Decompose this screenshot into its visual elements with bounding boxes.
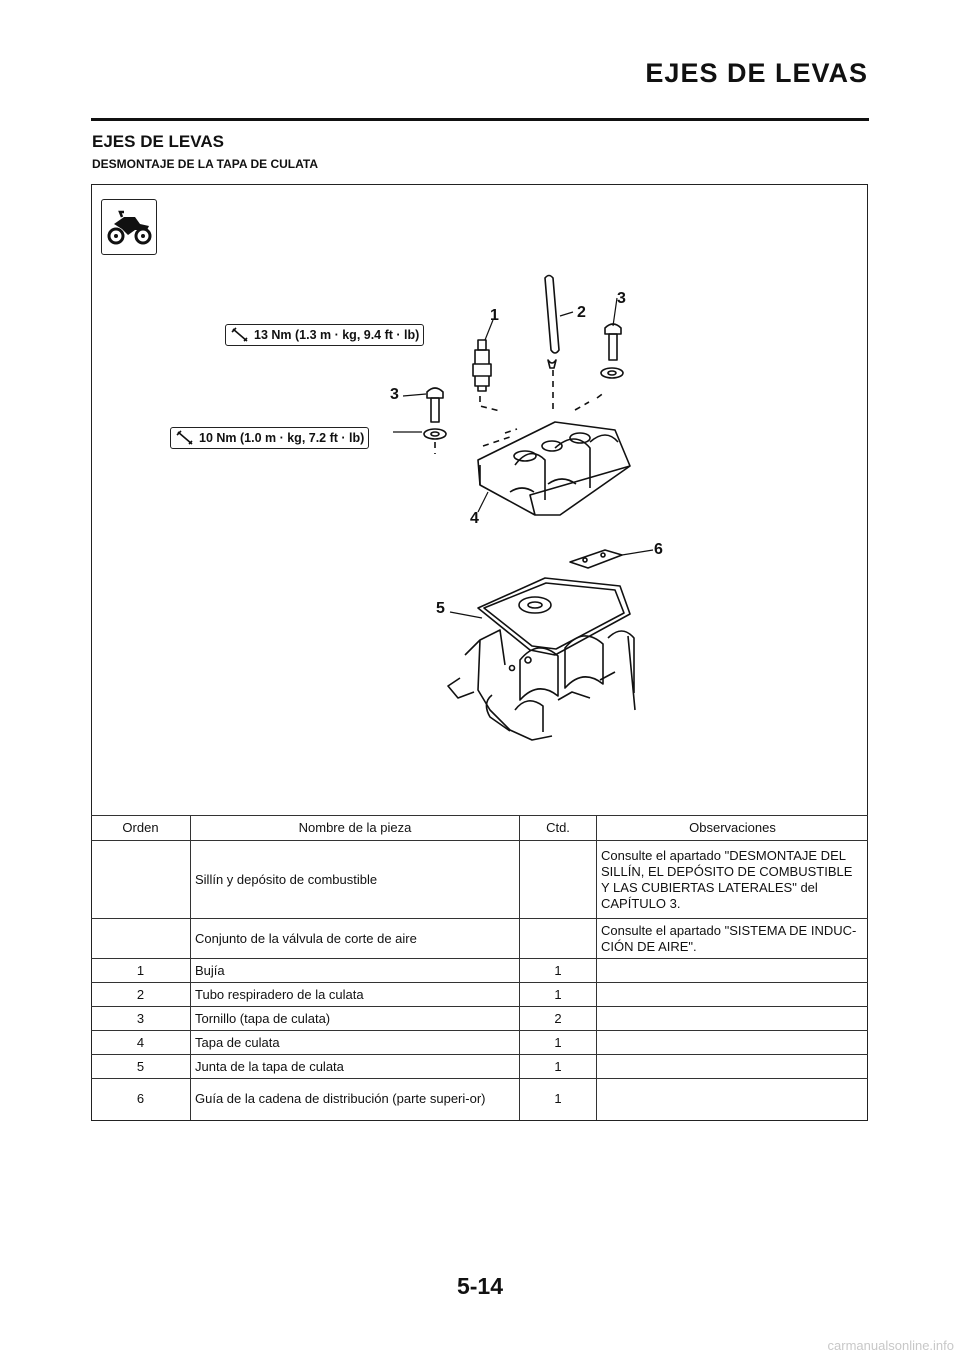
row-part-name: Sillín y depósito de combustible bbox=[190, 840, 520, 919]
watermark-text: carmanualsonline.info bbox=[827, 1338, 954, 1353]
row-part-name: Junta de la tapa de culata bbox=[190, 1054, 520, 1079]
row-observations: Consulte el apartado "DESMONTAJE DEL SIL… bbox=[596, 840, 868, 919]
callout-3-right: 3 bbox=[617, 290, 626, 307]
row-order: 3 bbox=[91, 1006, 191, 1031]
torque-wrench-icon bbox=[231, 327, 248, 342]
table-row: 3 Tornillo (tapa de culata) 2 bbox=[91, 1006, 868, 1031]
row-order: 1 bbox=[91, 958, 191, 983]
callout-1: 1 bbox=[490, 307, 499, 324]
callout-3-left: 3 bbox=[390, 386, 399, 403]
motorcycle-icon bbox=[101, 199, 157, 255]
breather-hose-part bbox=[544, 274, 560, 410]
column-header-order: Orden bbox=[91, 815, 191, 841]
row-order: 5 bbox=[91, 1054, 191, 1079]
header-title: EJES DE LEVAS bbox=[645, 58, 868, 88]
cylinder-head-cover-diagram bbox=[393, 274, 654, 741]
section-title: EJES DE LEVAS bbox=[92, 132, 224, 151]
row-quantity: 1 bbox=[519, 982, 597, 1007]
column-header-part-name: Nombre de la pieza bbox=[190, 815, 520, 841]
row-order: 4 bbox=[91, 1030, 191, 1055]
table-row: Conjunto de la válvula de corte de aire … bbox=[91, 918, 868, 959]
cam-chain-guide-part bbox=[569, 549, 623, 569]
row-quantity bbox=[519, 840, 597, 919]
row-quantity: 1 bbox=[519, 1078, 597, 1120]
cylinder-head-part bbox=[447, 629, 636, 741]
callout-2: 2 bbox=[577, 304, 586, 321]
row-quantity: 1 bbox=[519, 958, 597, 983]
row-observations bbox=[596, 1030, 868, 1055]
row-quantity: 1 bbox=[519, 1030, 597, 1055]
row-part-name: Tornillo (tapa de culata) bbox=[190, 1006, 520, 1031]
bolt-left-part bbox=[423, 387, 447, 454]
row-observations bbox=[596, 1078, 868, 1120]
row-order bbox=[91, 840, 191, 919]
header-rule bbox=[91, 118, 869, 121]
callout-4: 4 bbox=[470, 510, 479, 527]
table-row: 2 Tubo respiradero de la culata 1 bbox=[91, 982, 868, 1007]
row-part-name: Tapa de culata bbox=[190, 1030, 520, 1055]
row-quantity: 1 bbox=[519, 1054, 597, 1079]
row-observations bbox=[596, 982, 868, 1007]
column-header-quantity: Ctd. bbox=[519, 815, 597, 841]
table-header-row: Orden Nombre de la pieza Ctd. Observacio… bbox=[91, 815, 868, 841]
torque-spec-cover-bolt: 10 Nm (1.0 m · kg, 7.2 ft · lb) bbox=[170, 427, 370, 449]
torque-spec-cover-bolt-text: 10 Nm (1.0 m · kg, 7.2 ft · lb) bbox=[199, 431, 365, 445]
torque-spec-spark-plug-text: 13 Nm (1.3 m · kg, 9.4 ft · lb) bbox=[254, 328, 420, 342]
row-observations bbox=[596, 958, 868, 983]
row-order: 6 bbox=[91, 1078, 191, 1120]
parts-table: Orden Nombre de la pieza Ctd. Observacio… bbox=[91, 815, 868, 1120]
row-order: 2 bbox=[91, 982, 191, 1007]
row-part-name: Conjunto de la válvula de corte de aire bbox=[190, 918, 520, 959]
row-observations: Consulte el apartado "SISTEMA DE INDUC-C… bbox=[596, 918, 868, 959]
cylinder-head-cover-part bbox=[477, 421, 631, 516]
row-observations bbox=[596, 1054, 868, 1079]
torque-spec-spark-plug: 13 Nm (1.3 m · kg, 9.4 ft · lb) bbox=[225, 324, 425, 346]
spark-plug-part bbox=[472, 339, 492, 392]
row-observations bbox=[596, 1006, 868, 1031]
table-row: Sillín y depósito de combustible Consult… bbox=[91, 840, 868, 919]
row-part-name: Tubo respiradero de la culata bbox=[190, 982, 520, 1007]
torque-wrench-icon bbox=[176, 430, 193, 445]
table-row: 4 Tapa de culata 1 bbox=[91, 1030, 868, 1055]
callout-6: 6 bbox=[654, 541, 663, 558]
row-part-name: Guía de la cadena de distribución (parte… bbox=[190, 1078, 520, 1120]
bolt-right-part bbox=[574, 323, 624, 411]
row-order bbox=[91, 918, 191, 959]
row-part-name: Bujía bbox=[190, 958, 520, 983]
column-header-observations: Observaciones bbox=[596, 815, 868, 841]
table-row: 5 Junta de la tapa de culata 1 bbox=[91, 1054, 868, 1079]
illustration-frame bbox=[91, 184, 868, 1121]
table-row: 1 Bujía 1 bbox=[91, 958, 868, 983]
row-quantity bbox=[519, 918, 597, 959]
cylinder-head-gasket-part bbox=[477, 577, 631, 656]
callout-5: 5 bbox=[436, 600, 445, 617]
row-quantity: 2 bbox=[519, 1006, 597, 1031]
table-row: 6 Guía de la cadena de distribución (par… bbox=[91, 1078, 868, 1120]
page-number: 5-14 bbox=[456, 1273, 504, 1299]
subsection-title: DESMONTAJE DE LA TAPA DE CULATA bbox=[92, 157, 318, 171]
